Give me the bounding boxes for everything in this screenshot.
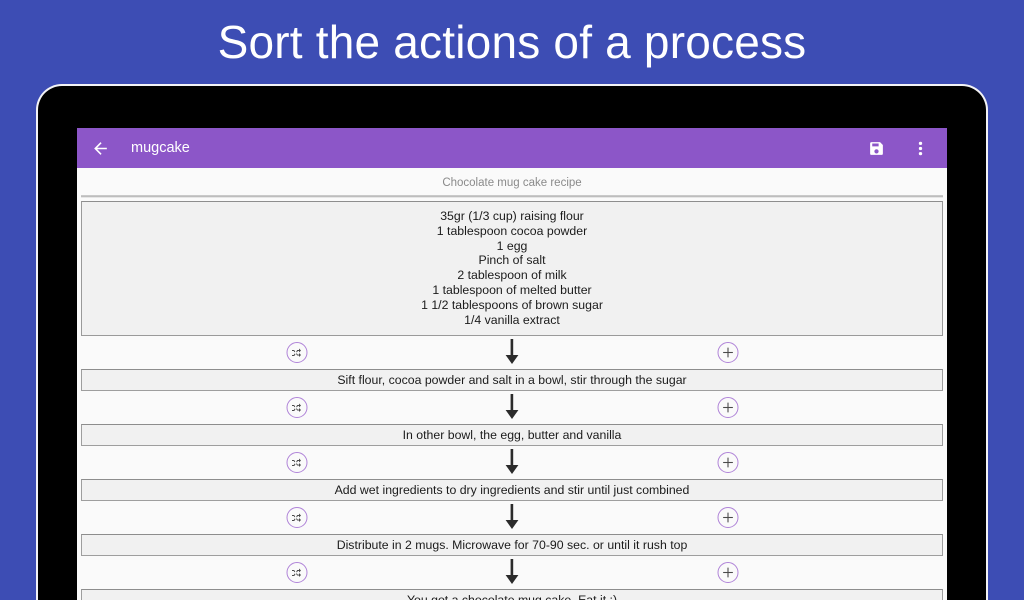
step-text: In other bowl, the egg, butter and vanil… [402,428,622,443]
shuffle-icon[interactable] [286,507,307,529]
step-text: You got a chocolate mug cake. Eat it :) [407,593,617,600]
heading-divider [81,195,943,198]
step-box[interactable]: Distribute in 2 mugs. Microwave for 70-9… [81,534,943,557]
plus-circle-icon[interactable] [717,397,738,419]
step-connector [81,446,943,479]
ingredients-box[interactable]: 35gr (1/3 cup) raising flour 1 tablespoo… [81,201,943,337]
back-arrow-icon[interactable] [87,135,113,161]
step-box[interactable]: Add wet ingredients to dry ingredients a… [81,479,943,502]
plus-circle-icon[interactable] [717,452,738,474]
ingredient-line: 35gr (1/3 cup) raising flour [440,209,584,223]
shuffle-icon[interactable] [286,342,307,364]
ingredient-line: 2 tablespoon of milk [457,268,567,283]
ingredient-line: 1 tablespoon of melted butter [432,282,592,297]
step-text: Add wet ingredients to dry ingredients a… [334,483,690,498]
arrow-down-icon [504,559,520,586]
ingredient-line: 1 tablespoon cocoa powder [436,223,588,238]
plus-circle-icon[interactable] [717,562,738,584]
plus-circle-icon[interactable] [717,507,738,529]
promo-headline: Sort the actions of a process [217,16,807,68]
arrow-down-icon [504,394,520,421]
tablet-device-frame: mugcake Chocolate mug cake reci [36,84,988,600]
step-connector [81,501,943,534]
step-box[interactable]: In other bowl, the egg, butter and vanil… [81,424,943,447]
more-vertical-icon[interactable] [907,135,933,161]
step-text: Distribute in 2 mugs. Microwave for 70-9… [336,538,688,553]
device-screen: mugcake Chocolate mug cake reci [77,128,947,600]
ingredient-line: 1 1/2 tablespoons of brown sugar [421,297,603,312]
step-connector [81,336,943,369]
shuffle-icon[interactable] [286,562,307,584]
arrow-down-icon [504,504,520,531]
ingredient-line: 1 egg [496,238,528,253]
ingredient-line: 1/4 vanilla extract [464,312,560,327]
process-content: Chocolate mug cake recipe 35gr (1/3 cup)… [77,168,947,600]
step-box[interactable]: You got a chocolate mug cake. Eat it :) [81,589,943,600]
recipe-heading: Chocolate mug cake recipe [442,177,582,189]
step-connector [81,556,943,589]
shuffle-icon[interactable] [286,452,307,474]
arrow-down-icon [504,339,520,366]
ingredient-line: Pinch of salt [478,253,546,268]
save-floppy-icon[interactable] [863,135,889,161]
step-text: Sift flour, cocoa powder and salt in a b… [337,373,687,388]
arrow-down-icon [504,449,520,476]
plus-circle-icon[interactable] [717,342,738,364]
shuffle-icon[interactable] [286,397,307,419]
app-bar: mugcake [77,128,947,168]
app-bar-title: mugcake [131,140,190,156]
step-box[interactable]: Sift flour, cocoa powder and salt in a b… [81,369,943,392]
step-connector [81,391,943,424]
app-bar-actions [863,135,933,161]
